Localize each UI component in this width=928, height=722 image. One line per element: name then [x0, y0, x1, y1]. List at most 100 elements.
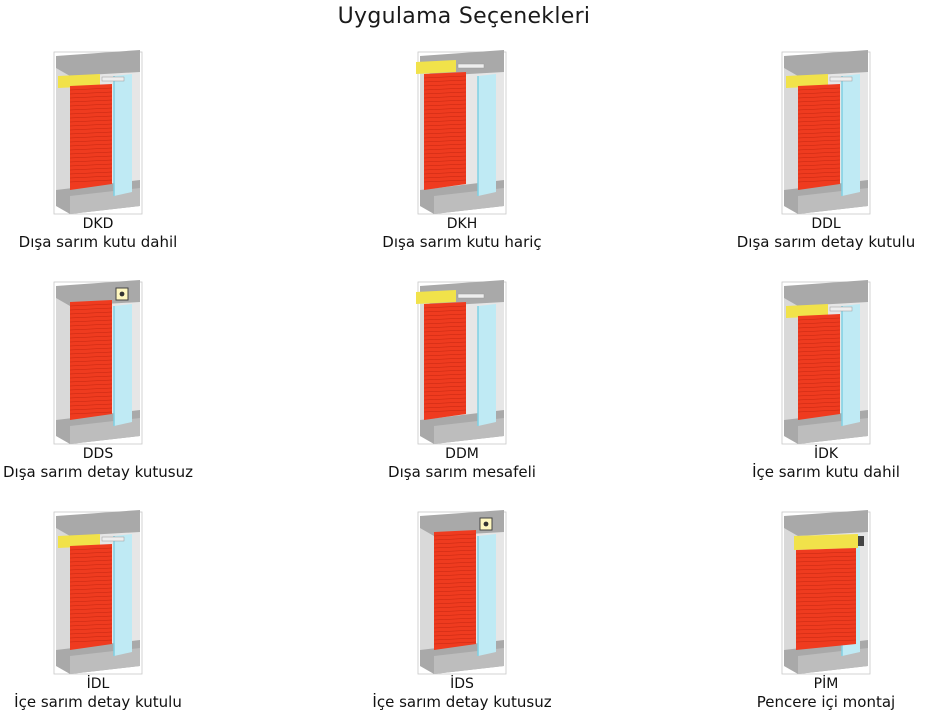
shutter-slat	[69, 627, 113, 631]
shutter-slat	[433, 565, 477, 569]
shutter-slat	[423, 163, 467, 167]
shutter-slat	[797, 111, 841, 115]
shutter-slat	[795, 551, 857, 555]
shutter-slat	[69, 351, 113, 355]
shutter-slat	[69, 587, 113, 591]
shutter-slat	[423, 167, 467, 171]
shutter-slat	[797, 389, 841, 393]
shutter-slat	[69, 327, 113, 331]
shutter-diagram-ddl	[781, 50, 871, 215]
shutter-slat	[69, 395, 113, 399]
shutter-slat	[433, 573, 477, 577]
shutter-slat	[423, 131, 467, 135]
shutter-slat	[69, 583, 113, 587]
option-dkd: DKD Dışa sarım kutu dahil	[0, 50, 218, 252]
shutter-slat	[423, 179, 467, 183]
shutter-slat	[69, 639, 113, 643]
shutter-slat	[423, 401, 467, 405]
option-dds: DDS Dışa sarım detay kutusuz	[0, 280, 218, 482]
shutter-slat	[69, 315, 113, 319]
shutter-slat	[423, 309, 467, 313]
shutter-slat	[795, 591, 857, 595]
shutter-slat	[423, 151, 467, 155]
shutter-slat	[423, 103, 467, 107]
shutter-slat	[795, 615, 857, 619]
shutter-slat	[69, 387, 113, 391]
shutter-slat	[69, 403, 113, 407]
shutter-slat	[797, 349, 841, 353]
shutter-slat	[69, 359, 113, 363]
shutter-slat	[69, 303, 113, 307]
shutter-slat	[69, 99, 113, 103]
wall-left	[56, 524, 70, 666]
roller-box	[794, 534, 858, 550]
glass-pane	[478, 534, 496, 656]
shutter-slat	[69, 391, 113, 395]
shutter-slat	[797, 377, 841, 381]
lintel	[784, 280, 868, 306]
option-label: Dışa sarım detay kutulu	[736, 233, 916, 251]
guide-rail	[101, 536, 125, 542]
sill-face	[70, 188, 140, 214]
sill-face	[70, 418, 140, 444]
shutter-slat	[433, 541, 477, 545]
shutter-slat	[69, 591, 113, 595]
shutter-slat	[797, 171, 841, 175]
guide-rail	[457, 63, 485, 69]
shutter-slat	[423, 91, 467, 95]
shutter-slat	[797, 353, 841, 357]
option-code: DDS	[82, 446, 114, 462]
sill-face	[434, 188, 504, 214]
shutter-slat	[797, 119, 841, 123]
glass-pane	[478, 304, 496, 426]
guide-rail	[829, 306, 853, 312]
shutter-diagram-idk	[781, 280, 871, 445]
shutter-slat	[433, 545, 477, 549]
option-code: DKH	[446, 216, 478, 232]
shutter-slat	[423, 349, 467, 353]
shutter-slat	[69, 379, 113, 383]
shutter-slat	[433, 601, 477, 605]
shutter-slat	[69, 407, 113, 411]
shutter-slat	[433, 561, 477, 565]
shutter-diagram-ddm	[416, 280, 507, 445]
shutter-slat	[69, 551, 113, 555]
shutter-slat	[69, 607, 113, 611]
shutter-slat	[69, 331, 113, 335]
wall-left	[784, 64, 798, 206]
shutter-diagram-dkd	[53, 50, 143, 215]
shutter-slat	[797, 321, 841, 325]
shutter-slat	[423, 107, 467, 111]
shutter-slat	[433, 633, 477, 637]
shutter-slat	[433, 585, 477, 589]
shutter-diagram-dds	[53, 280, 143, 445]
option-label: İçe sarım detay kutulu	[14, 693, 182, 711]
shutter-slat	[69, 635, 113, 639]
shutter-slat	[69, 127, 113, 131]
shutter-slat	[69, 171, 113, 175]
shutter-slat	[69, 143, 113, 147]
shutter-slat	[69, 167, 113, 171]
shutter-slat	[433, 549, 477, 553]
shutter-slat	[423, 369, 467, 373]
glass-pane	[842, 304, 860, 426]
shutter-diagram-pim	[781, 510, 871, 675]
shutter-slat	[423, 175, 467, 179]
shutter-slat	[69, 335, 113, 339]
shutter-slat	[69, 411, 113, 415]
option-ddm: DDM Dışa sarım mesafeli	[342, 280, 582, 482]
shutter-slat	[423, 79, 467, 83]
option-code: İDS	[450, 676, 474, 692]
sill-face	[70, 648, 140, 674]
shutter-slat	[69, 311, 113, 315]
shutter-slat	[423, 135, 467, 139]
shutter-slat	[795, 567, 857, 571]
shutter-slat	[423, 409, 467, 413]
shutter-slat	[433, 605, 477, 609]
wall-left	[420, 524, 434, 666]
shutter-slat	[69, 123, 113, 127]
shutter-slat	[423, 123, 467, 127]
shutter-diagram-idl	[53, 510, 143, 675]
shutter-slat	[69, 95, 113, 99]
shutter-slat	[69, 119, 113, 123]
